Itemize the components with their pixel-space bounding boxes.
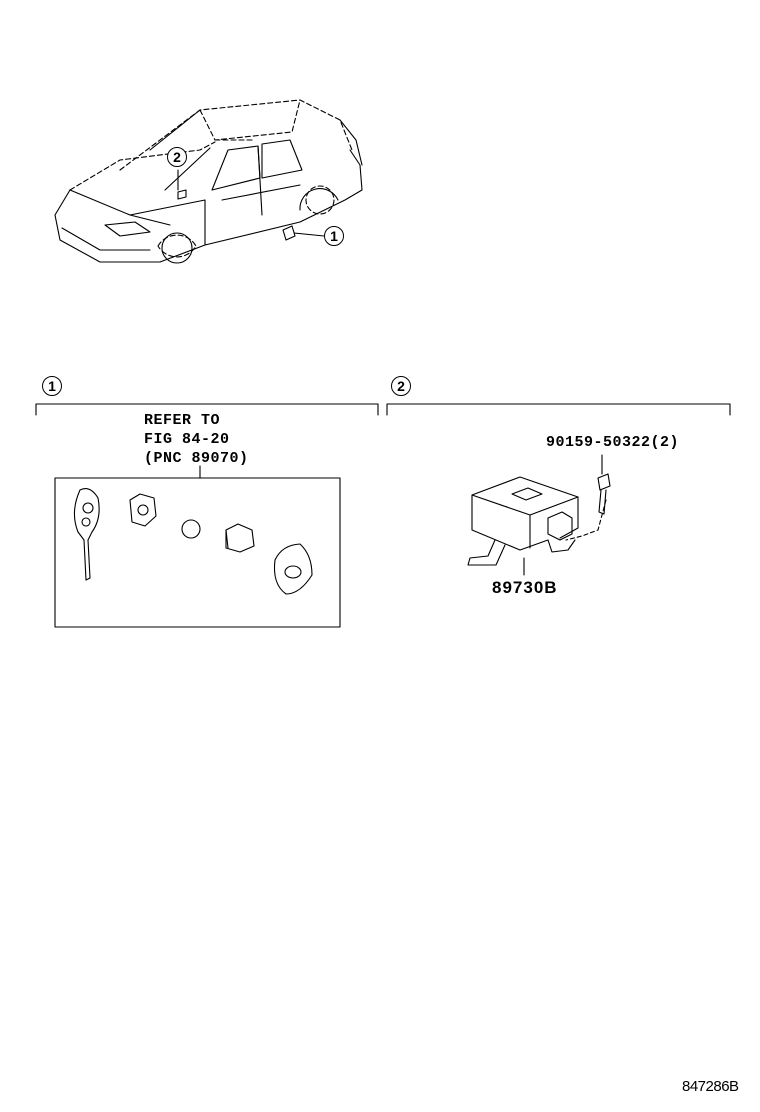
callout-1-car: 1 bbox=[324, 226, 344, 246]
key-fob-icon bbox=[273, 543, 313, 595]
control-module-icon bbox=[467, 476, 579, 576]
ref-line-3: (PNC 89070) bbox=[144, 450, 249, 467]
key-cover-icon bbox=[129, 493, 157, 527]
car-illustration-icon bbox=[54, 99, 363, 264]
module-part-number: 89730B bbox=[492, 578, 558, 597]
section1-bracket bbox=[35, 403, 379, 416]
bolt-icon bbox=[565, 454, 611, 541]
section2-callout: 2 bbox=[391, 376, 411, 396]
battery-icon bbox=[181, 519, 201, 539]
ref-line-2: FIG 84-20 bbox=[144, 431, 230, 448]
diagram-code: 847286B bbox=[682, 1078, 739, 1095]
bolt-part-number: 90159-50322(2) bbox=[546, 434, 680, 451]
ref-line-1: REFER TO bbox=[144, 412, 221, 429]
section1-callout: 1 bbox=[42, 376, 62, 396]
callout-2-car: 2 bbox=[167, 147, 187, 167]
button-pad-icon bbox=[225, 523, 255, 553]
remote-key-icon bbox=[73, 488, 100, 581]
section1-box bbox=[54, 477, 341, 628]
section2-bracket bbox=[386, 403, 731, 416]
